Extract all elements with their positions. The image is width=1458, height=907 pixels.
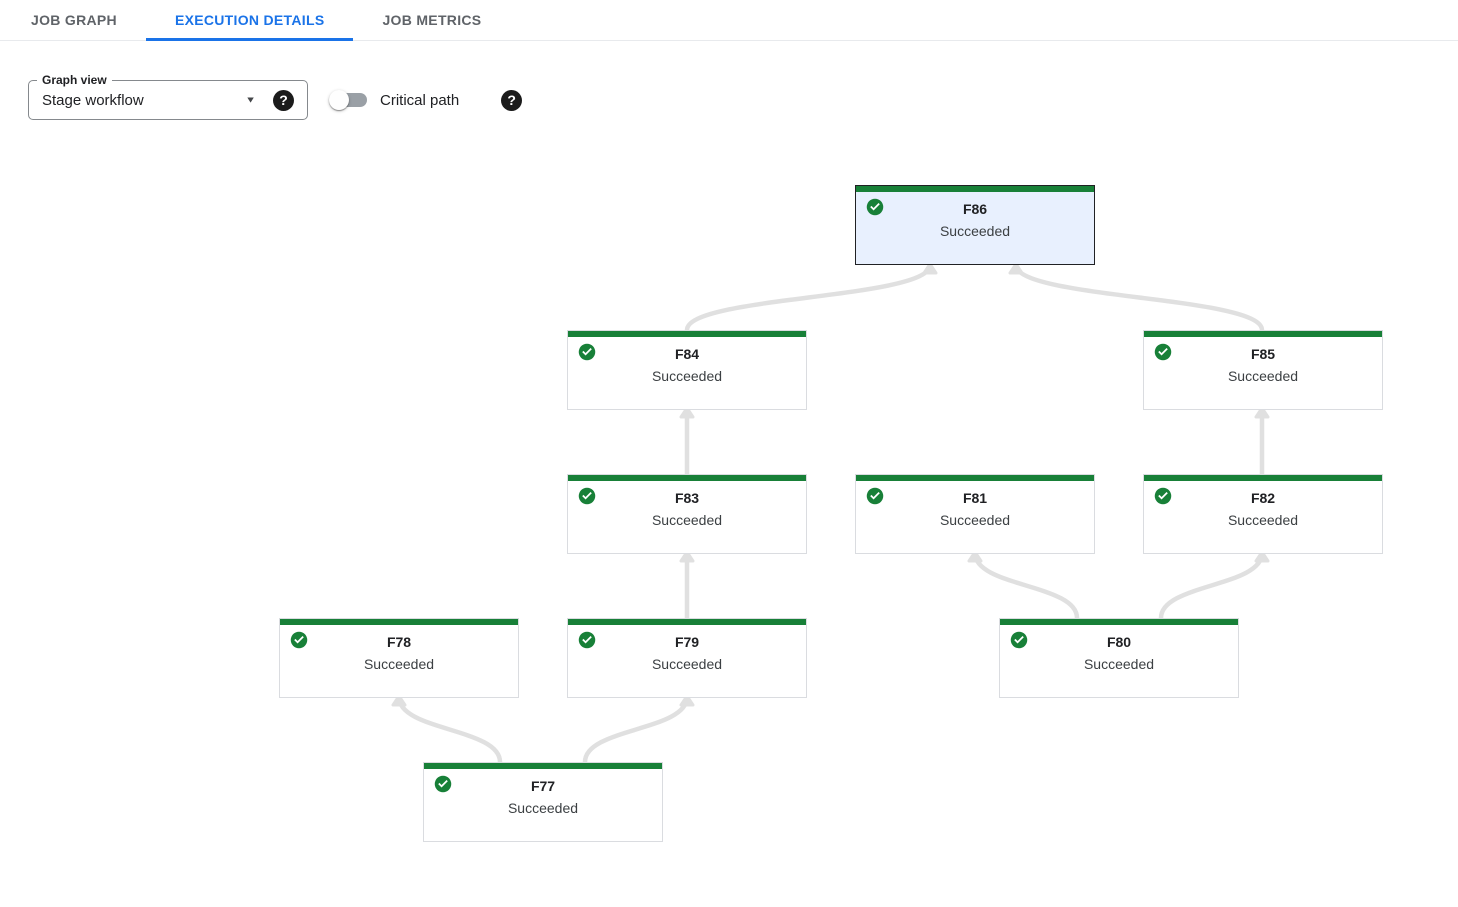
stage-status: Succeeded [651, 512, 723, 528]
graph-controls: Graph view Stage workflow ▼ ? Critical p… [28, 72, 523, 120]
critical-path-label: Critical path [380, 91, 460, 109]
stage-status-bar [856, 475, 1094, 481]
check-circle-icon [1154, 343, 1172, 361]
stage-name: F78 [386, 634, 412, 650]
stage-name: F81 [962, 490, 988, 506]
graph-view-field-label: Graph view [37, 72, 112, 89]
stage-status: Succeeded [1227, 512, 1299, 528]
chevron-down-icon: ▼ [245, 95, 256, 105]
stage-status-bar [856, 186, 1094, 192]
stage-name: F83 [674, 490, 700, 506]
check-circle-icon [1010, 631, 1028, 649]
stage-status-bar [568, 331, 806, 337]
check-circle-icon [866, 487, 884, 505]
stage-status: Succeeded [363, 656, 435, 672]
graph-view-selected-value: Stage workflow [42, 91, 144, 109]
stage-status: Succeeded [1227, 368, 1299, 384]
critical-path-control: Critical path ? [329, 89, 523, 111]
check-circle-icon [1154, 487, 1172, 505]
stage-status-bar [280, 619, 518, 625]
stage-status-bar [1144, 475, 1382, 481]
stage-status-bar [424, 763, 662, 769]
stage-name: F80 [1106, 634, 1132, 650]
stage-name: F79 [674, 634, 700, 650]
stage-name: F82 [1250, 490, 1276, 506]
toggle-thumb [329, 90, 349, 110]
stage-status: Succeeded [939, 223, 1011, 239]
check-circle-icon [578, 631, 596, 649]
tab-bar: JOB GRAPH EXECUTION DETAILS JOB METRICS [0, 0, 1458, 41]
stage-name: F86 [962, 201, 988, 217]
stage-status-bar [1000, 619, 1238, 625]
tab-execution-details[interactable]: EXECUTION DETAILS [145, 0, 354, 41]
stage-status: Succeeded [939, 512, 1011, 528]
check-circle-icon [578, 487, 596, 505]
stage-status: Succeeded [1083, 656, 1155, 672]
stage-status-bar [568, 619, 806, 625]
stage-status: Succeeded [507, 800, 579, 816]
critical-path-help-icon[interactable]: ? [501, 89, 523, 111]
stage-name: F84 [674, 346, 700, 362]
stage-status-bar [568, 475, 806, 481]
tab-job-graph[interactable]: JOB GRAPH [31, 12, 117, 28]
check-circle-icon [578, 343, 596, 361]
graph-view-help-icon[interactable]: ? [273, 89, 294, 111]
check-circle-icon [434, 775, 452, 793]
stage-status: Succeeded [651, 368, 723, 384]
critical-path-toggle[interactable] [329, 90, 367, 110]
check-circle-icon [866, 198, 884, 216]
check-circle-icon [290, 631, 308, 649]
stage-status-bar [1144, 331, 1382, 337]
stage-name: F77 [530, 778, 556, 794]
stage-status: Succeeded [651, 656, 723, 672]
stage-name: F85 [1250, 346, 1276, 362]
graph-view-select[interactable]: Graph view Stage workflow ▼ ? [28, 72, 308, 120]
tab-job-metrics[interactable]: JOB METRICS [382, 12, 482, 28]
